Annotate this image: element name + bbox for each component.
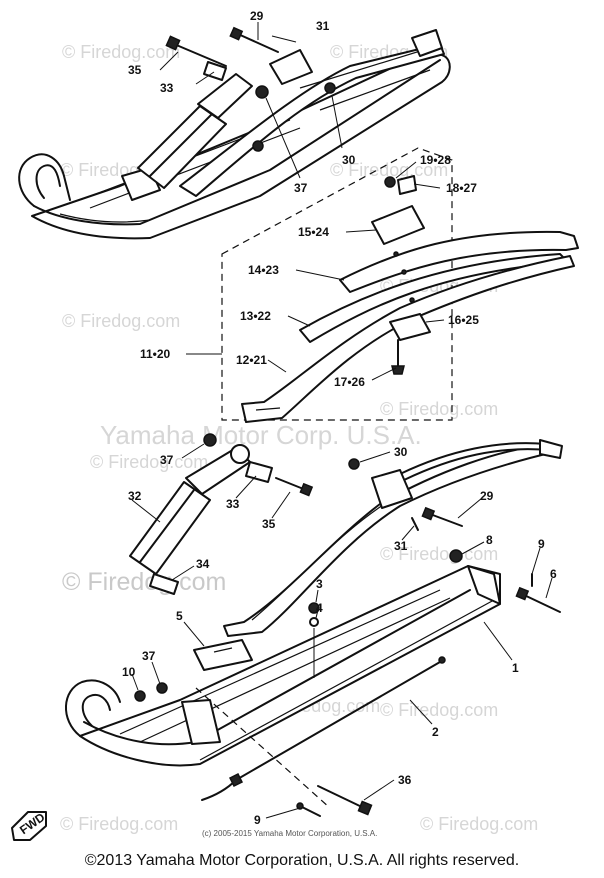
watermark-text: © Firedog.com (380, 700, 498, 720)
top-ski-assembly (18, 26, 451, 240)
watermark-text: © Firedog.com (60, 814, 178, 834)
watermark-text: © Firedog.com (330, 160, 448, 180)
watermark-text: © Firedog.com (380, 544, 498, 564)
big-watermark: © Firedog.com (62, 568, 226, 596)
callout-label: 30 (394, 445, 408, 459)
callout-label: 34 (196, 557, 210, 571)
callout-label: 3 (316, 577, 323, 591)
watermark-text: © Firedog.com (62, 42, 180, 62)
leader-lines (131, 22, 553, 819)
callout-label: 8 (486, 533, 493, 547)
callout-label: 37 (294, 181, 308, 195)
callout-label: 37 (142, 649, 156, 663)
callout-label: 9 (254, 813, 261, 827)
leaf-spring-exploded (221, 147, 579, 423)
callout-labels: 29 31 35 33 30 37 19•28 18•27 15•24 14•2… (122, 9, 557, 827)
callout-label: 4 (316, 601, 323, 615)
callout-label: 32 (128, 489, 142, 503)
footer-copyright: ©2013 Yamaha Motor Corporation, U.S.A. A… (84, 852, 520, 869)
callout-label: 6 (550, 567, 557, 581)
callout-label: 35 (262, 517, 276, 531)
callout-label: 16•25 (448, 313, 479, 327)
callout-label: 36 (398, 773, 412, 787)
watermark-text: © Firedog.com (90, 452, 208, 472)
bottom-ski-assembly (65, 433, 563, 817)
callout-label: 33 (226, 497, 240, 511)
watermark-text: © Firedog.com (380, 399, 498, 419)
callout-label: 37 (160, 453, 174, 467)
callout-label: 1 (512, 661, 519, 675)
diagram-copyright: (c) 2005-2015 Yamaha Motor Corporation, … (202, 829, 377, 838)
watermark-text: © Firedog.com (420, 814, 538, 834)
fwd-arrow-icon: FWD (11, 810, 48, 841)
callout-label: 29 (250, 9, 264, 23)
callout-label: 12•21 (236, 353, 267, 367)
watermark-text: © Firedog.com (62, 311, 180, 331)
callout-label: 15•24 (298, 225, 329, 239)
center-watermark: Yamaha Motor Corp. U.S.A. (100, 420, 422, 450)
watermark-layer: © Firedog.com © Firedog.com © Firedog.co… (60, 42, 538, 834)
callout-label: 17•26 (334, 375, 365, 389)
callout-label: 30 (342, 153, 356, 167)
callout-label: 33 (160, 81, 174, 95)
callout-label: 18•27 (446, 181, 477, 195)
callout-label: 19•28 (420, 153, 451, 167)
callout-label: 10 (122, 665, 136, 679)
callout-label: 35 (128, 63, 142, 77)
callout-label: 11•20 (140, 347, 171, 361)
callout-label: 2 (432, 725, 439, 739)
callout-label: 31 (316, 19, 330, 33)
callout-label: 29 (480, 489, 494, 503)
callout-label: 9 (538, 537, 545, 551)
callout-label: 14•23 (248, 263, 279, 277)
callout-label: 13•22 (240, 309, 271, 323)
callout-label: 5 (176, 609, 183, 623)
callout-label: 31 (394, 539, 408, 553)
